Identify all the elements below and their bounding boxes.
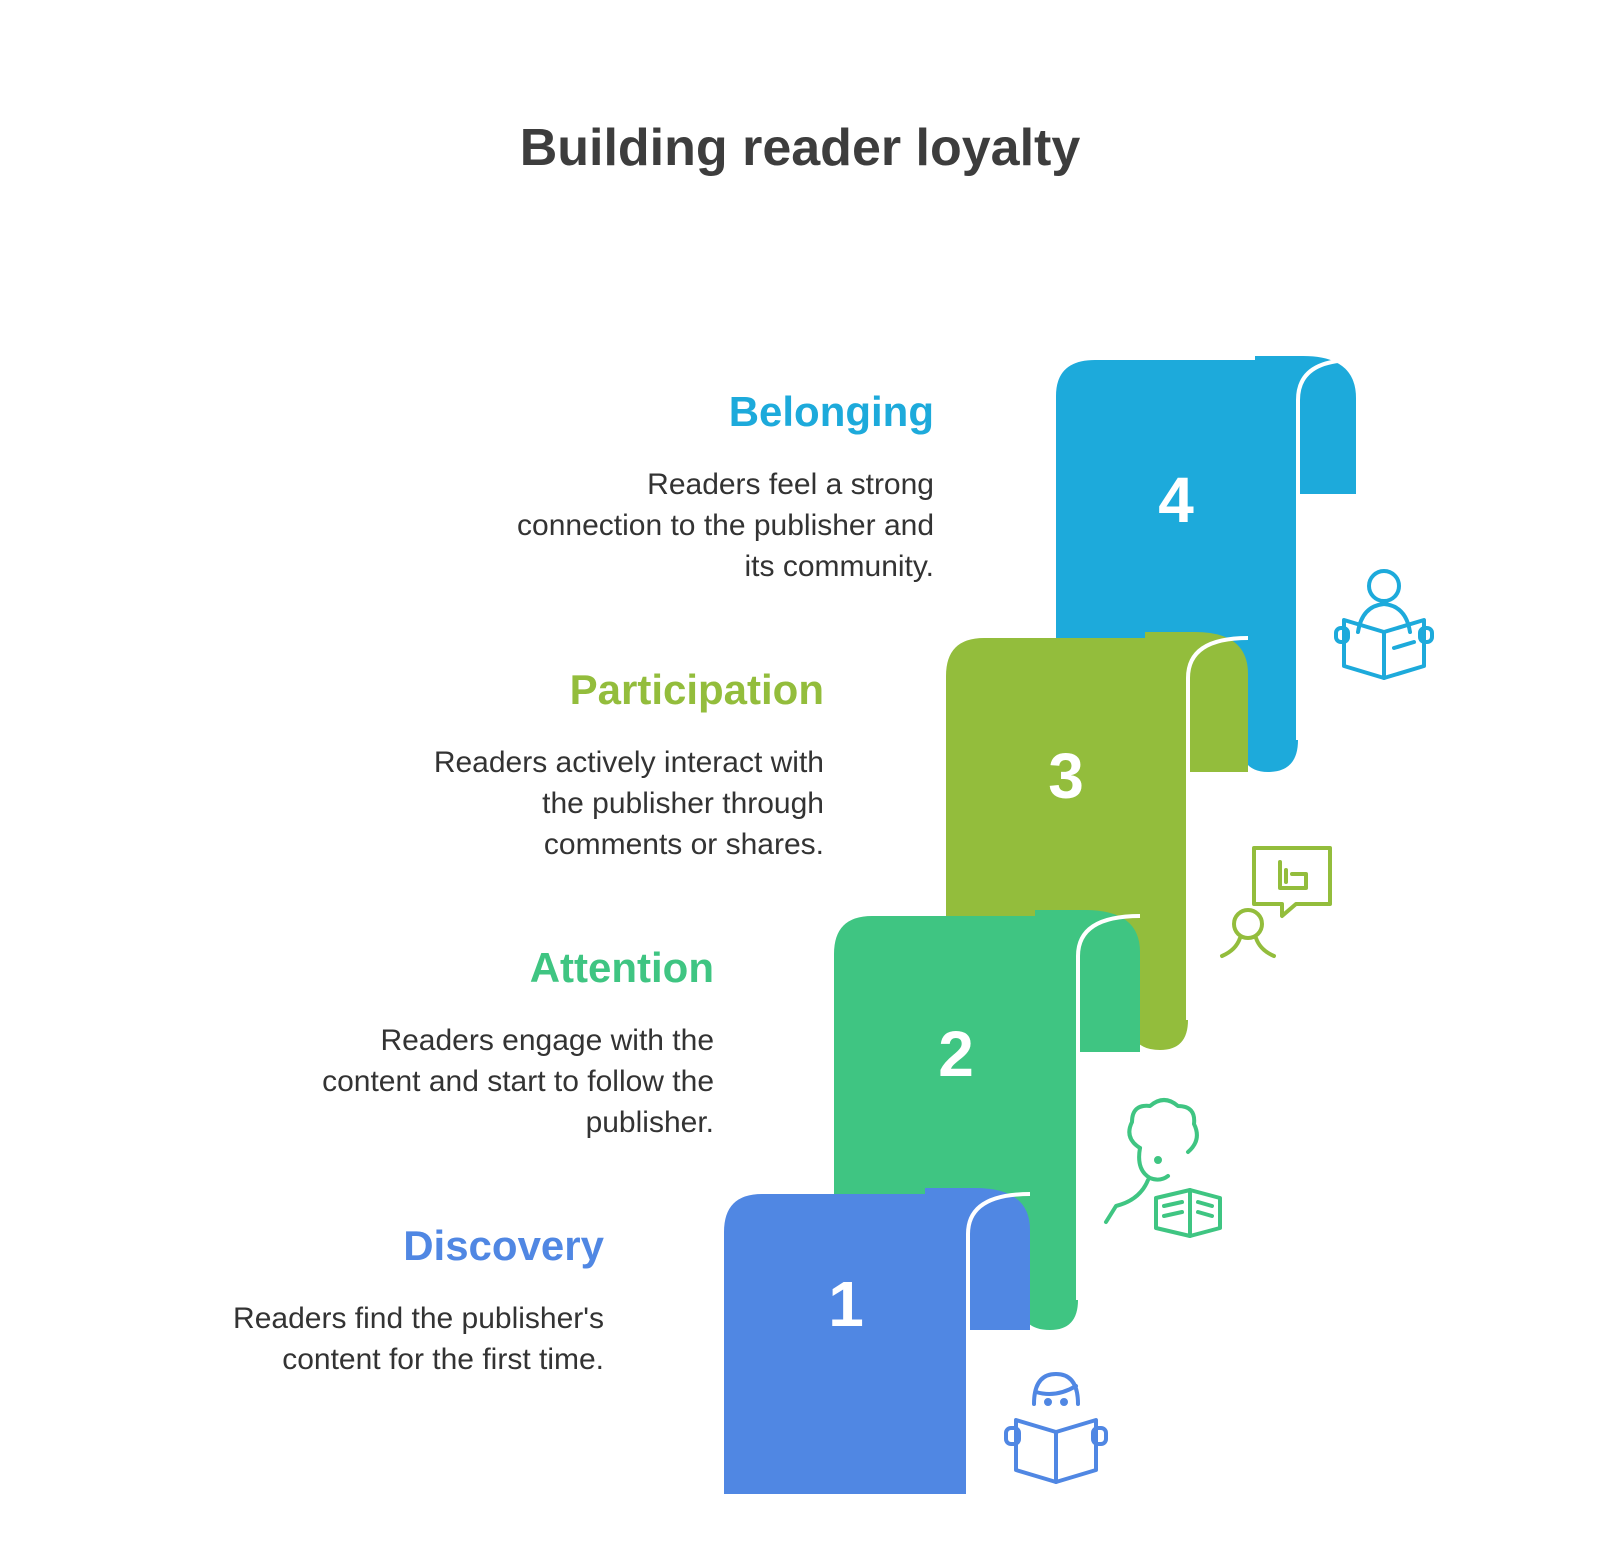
step-2-ribbon: 2 bbox=[834, 910, 1141, 1330]
step-3-description: Readers actively interact with the publi… bbox=[433, 746, 824, 861]
step-2-description: Readers engage with the content and star… bbox=[322, 1024, 714, 1139]
step-4-number: 4 bbox=[1158, 464, 1194, 536]
step-1-description: Readers find the publisher's content for… bbox=[233, 1302, 604, 1376]
step-3-heading: Participation bbox=[569, 666, 824, 713]
step-2-shape bbox=[834, 916, 1102, 1330]
step-2-heading: Attention bbox=[529, 944, 714, 991]
step-4-text: Belonging Readers feel a strong connecti… bbox=[454, 388, 934, 587]
step-4-shape bbox=[1056, 360, 1314, 772]
step-3-curl-outline bbox=[1186, 636, 1249, 1020]
step-3-shape bbox=[946, 638, 1210, 1050]
step-1-number: 1 bbox=[828, 1268, 864, 1340]
step-1-shape bbox=[724, 1194, 992, 1494]
step-1-curl-outline bbox=[966, 1192, 1031, 1494]
step-1-heading: Discovery bbox=[403, 1222, 604, 1269]
step-3-text: Participation Readers actively interact … bbox=[344, 666, 824, 865]
step-4-curl-outline bbox=[1296, 358, 1355, 740]
step-2-curl-outline bbox=[1076, 914, 1141, 1300]
person-reading-book-icon bbox=[1334, 569, 1434, 680]
step-3-ribbon: 3 bbox=[946, 632, 1249, 1050]
step-3-number: 3 bbox=[1048, 740, 1084, 812]
person-comment-bubble-icon bbox=[1220, 846, 1332, 958]
step-4-ribbon: 4 bbox=[1056, 356, 1356, 772]
step-1-text: Discovery Readers find the publisher's c… bbox=[124, 1222, 604, 1380]
curly-hair-reader-icon bbox=[1104, 1098, 1222, 1238]
step-1-ribbon: 1 bbox=[724, 1188, 1031, 1494]
reader-with-book-icon bbox=[1004, 1372, 1108, 1484]
step-4-description: Readers feel a strong connection to the … bbox=[517, 468, 934, 583]
step-2-text: Attention Readers engage with the conten… bbox=[234, 944, 714, 1143]
step-2-number: 2 bbox=[938, 1018, 974, 1090]
step-4-heading: Belonging bbox=[728, 388, 934, 435]
page-title: Building reader loyalty bbox=[519, 119, 1081, 177]
